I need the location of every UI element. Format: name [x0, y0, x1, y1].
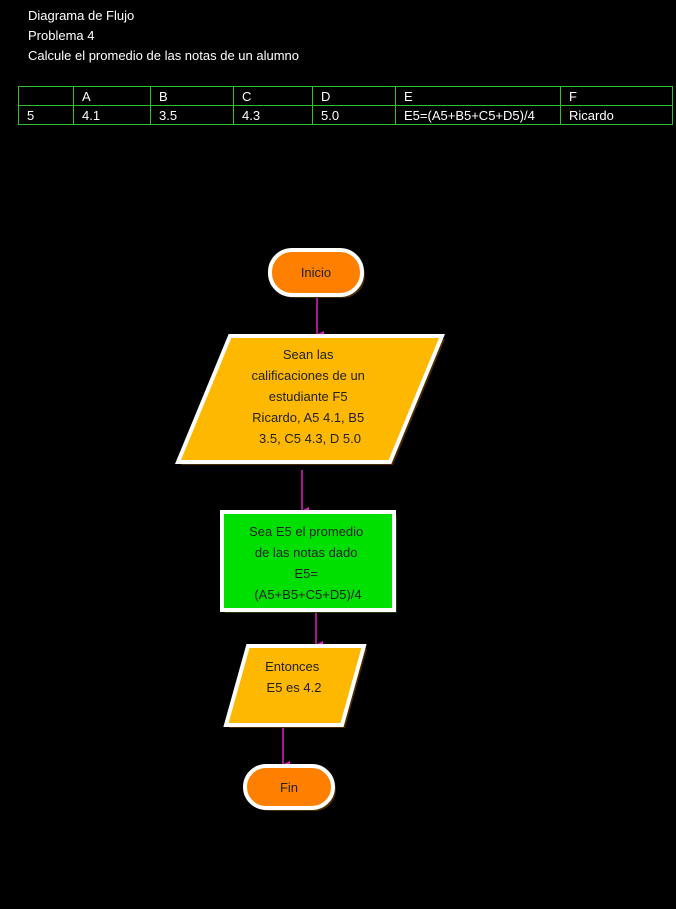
input-text-line: Sean las [283, 347, 334, 362]
process-text-line: Sea E5 el promedio [249, 524, 363, 539]
table-cell: 4.1 [73, 105, 151, 125]
process-text-line: de las notas dado [255, 545, 358, 560]
svg-text:Inicio: Inicio [301, 265, 331, 280]
table-header-row: A B C D E F [18, 86, 673, 106]
start-label: Inicio [301, 265, 331, 280]
start-terminal: Inicio [268, 248, 365, 298]
svg-text:Entonces E5 es 4.2: Entonces E5 es 4.2 [265, 659, 323, 695]
table-cell: 3.5 [150, 105, 234, 125]
table-cell: E5=(A5+B5+C5+D5)/4 [395, 105, 561, 125]
output-parallelogram: Entonces E5 es 4.2 [223, 644, 367, 728]
process-text-line: (A5+B5+C5+D5)/4 [254, 587, 361, 602]
diagram-title: Diagrama de Flujo [28, 8, 135, 23]
output-text-line: E5 es 4.2 [267, 680, 322, 695]
input-parallelogram: Sean las calificaciones de un estudiante… [175, 334, 445, 465]
table-row: 5 4.1 3.5 4.3 5.0 E5=(A5+B5+C5+D5)/4 Ric… [18, 105, 673, 125]
input-text-line: calificaciones de un [251, 368, 364, 383]
input-text-line: estudiante F5 [269, 389, 348, 404]
process-text-line: E5= [294, 566, 318, 581]
process-box: Sea E5 el promedio de las notas dado E5=… [220, 510, 397, 613]
svg-text:Fin: Fin [280, 780, 298, 795]
input-text-line: 3.5, C5 4.3, D 5.0 [259, 431, 361, 446]
problem-statement: Calcule el promedio de las notas de un a… [28, 48, 300, 63]
spreadsheet-table: A B C D E F 5 4.1 3.5 4.3 5.0 E5=(A5+B5+… [18, 86, 673, 125]
problem-number: Problema 4 [28, 28, 95, 43]
input-text-line: Ricardo, A5 4.1, B5 [252, 410, 364, 425]
table-cell: Ricardo [560, 105, 673, 125]
svg-text:Sean las calificaciones: Sean las calificaciones de un estudiante… [251, 347, 368, 446]
output-text-line: Entonces [265, 659, 320, 674]
end-terminal: Fin [243, 764, 336, 811]
end-label: Fin [280, 780, 298, 795]
svg-text:Sea E5 el promedio de la: Sea E5 el promedio de las notas dado E5=… [249, 524, 367, 602]
